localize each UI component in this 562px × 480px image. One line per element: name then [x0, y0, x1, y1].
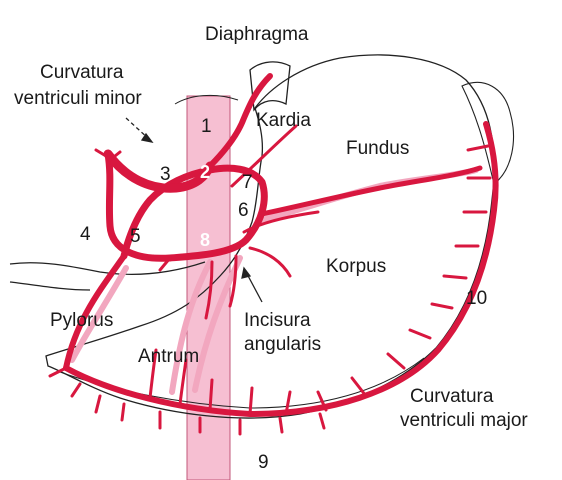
number-4: 4: [80, 224, 91, 245]
label-curvatura-minor-line2: ventriculi minor: [14, 88, 142, 109]
label-curvatura-minor-line1: Curvatura: [40, 62, 124, 83]
label-fundus: Fundus: [346, 138, 409, 159]
number-1: 1: [201, 116, 212, 137]
label-kardia: Kardia: [256, 110, 311, 131]
label-incisura-line1: Incisura: [244, 310, 311, 331]
number-10: 10: [466, 288, 487, 309]
label-diaphragma: Diaphragma: [205, 24, 309, 45]
stomach-inner-line: [60, 358, 424, 408]
number-2: 2: [200, 162, 210, 182]
short-gastric-artery: [262, 168, 480, 214]
label-curvatura-major-line2: ventriculi major: [400, 410, 528, 431]
great-curvature-artery: [66, 124, 496, 414]
label-incisura-line2: angularis: [244, 334, 321, 355]
number-9: 9: [258, 452, 269, 473]
label-antrum: Antrum: [138, 346, 199, 367]
label-korpus: Korpus: [326, 256, 386, 277]
number-5: 5: [130, 226, 141, 247]
number-8: 8: [200, 230, 210, 250]
posterior-vessels: [72, 170, 476, 392]
number-3: 3: [160, 164, 171, 185]
number-7: 7: [242, 172, 253, 193]
label-pylorus: Pylorus: [50, 310, 113, 331]
esophagus-outline: [250, 62, 290, 110]
number-6: 6: [238, 200, 249, 221]
label-curvatura-major-line1: Curvatura: [410, 386, 494, 407]
